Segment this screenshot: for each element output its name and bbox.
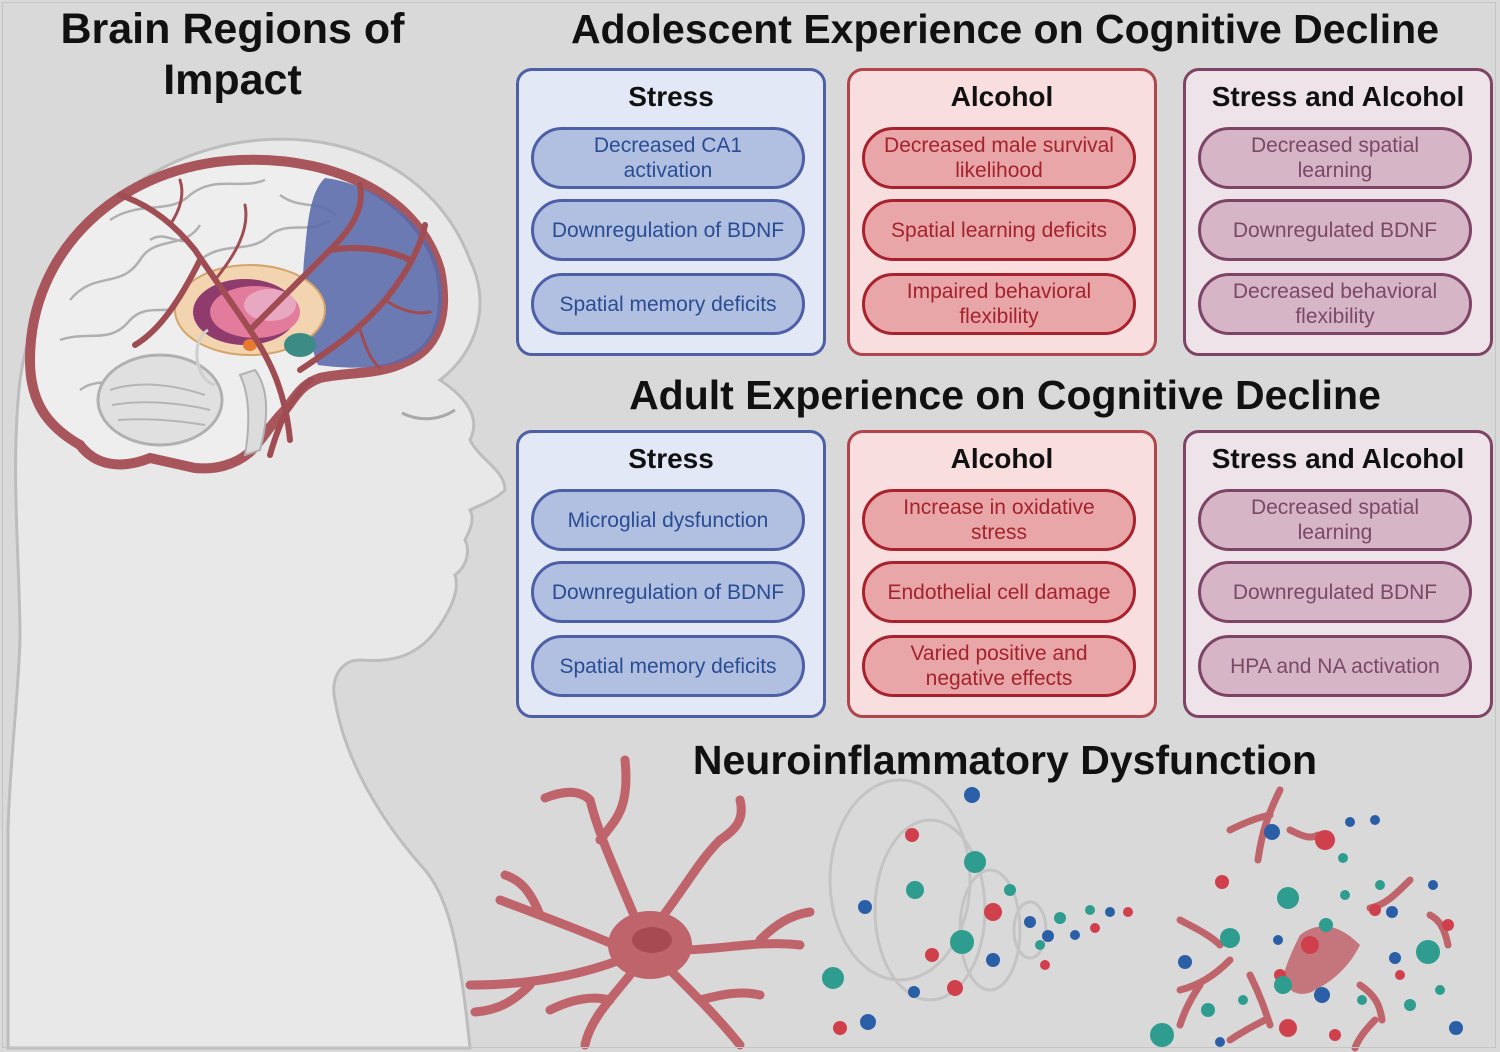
- brain-regions-title-line1: Brain Regions of: [60, 5, 405, 53]
- finding-pill: Downregulated BDNF: [1198, 199, 1472, 261]
- adult-stress-panel: Stress Microglial dysfunction Downregula…: [516, 430, 826, 718]
- brain-regions-title: Brain Regions of Impact: [40, 4, 425, 106]
- brainstem: [238, 368, 268, 457]
- adolescent-stress-alcohol-panel: Stress and Alcohol Decreased spatial lea…: [1183, 68, 1493, 356]
- scattered-particles: [1150, 815, 1463, 1047]
- blood-vessels: [117, 182, 428, 458]
- eye-closed: [401, 408, 456, 421]
- brain-regions-title-line2: Impact: [163, 56, 302, 104]
- finding-pill: Varied positive and negative effects: [862, 635, 1136, 697]
- adolescent-section-title: Adolescent Experience on Cognitive Decli…: [570, 6, 1440, 52]
- adolescent-alcohol-panel: Alcohol Decreased male survival likeliho…: [847, 68, 1157, 356]
- finding-pill: Decreased behavioral flexibility: [1198, 273, 1472, 335]
- cerebellum: [96, 353, 224, 447]
- adult-section-title: Adult Experience on Cognitive Decline: [629, 372, 1381, 418]
- adult-alcohol-panel: Alcohol Increase in oxidative stress End…: [847, 430, 1157, 718]
- adolescent-stress-panel: Stress Decreased CA1 activation Downregu…: [516, 68, 826, 356]
- finding-pill: Spatial learning deficits: [862, 199, 1136, 261]
- nucleus-small: [243, 339, 257, 351]
- ear-outline: [195, 328, 216, 387]
- finding-pill: Decreased male survival likelihood: [862, 127, 1136, 189]
- panel-title: Stress: [628, 443, 714, 474]
- astrocyte-cell: [465, 755, 815, 1050]
- panel-title: Stress: [628, 81, 714, 112]
- finding-pill: HPA and NA activation: [1198, 635, 1472, 697]
- finding-pill: Spatial memory deficits: [531, 273, 805, 335]
- occipital-region: [303, 178, 443, 368]
- finding-pill: Downregulated BDNF: [1198, 561, 1472, 623]
- finding-pill: Spatial memory deficits: [531, 635, 805, 697]
- finding-pill: Decreased spatial learning: [1198, 127, 1472, 189]
- neuroinflammatory-section-title: Neuroinflammatory Dysfunction: [692, 737, 1318, 783]
- finding-pill: Decreased spatial learning: [1198, 489, 1472, 551]
- thin-vessels: [168, 178, 432, 370]
- panel-title: Stress and Alcohol: [1211, 81, 1465, 112]
- finding-pill: Decreased CA1 activation: [531, 127, 805, 189]
- finding-pill: Downregulation of BDNF: [531, 199, 805, 261]
- damaged-cell: [1284, 926, 1360, 994]
- panel-title: Stress and Alcohol: [1211, 443, 1465, 474]
- finding-pill: Impaired behavioral flexibility: [862, 273, 1136, 335]
- panel-title: Alcohol: [950, 81, 1054, 112]
- adult-stress-alcohol-panel: Stress and Alcohol Decreased spatial lea…: [1183, 430, 1493, 718]
- finding-pill: Increase in oxidative stress: [862, 489, 1136, 551]
- cerebellum-folds: [109, 383, 211, 426]
- amygdala: [284, 333, 316, 357]
- cytokine-particles: [822, 787, 1133, 1035]
- finding-pill: Endothelial cell damage: [862, 561, 1136, 623]
- finding-pill: Microglial dysfunction: [531, 489, 805, 551]
- fragmented-cells: [1176, 786, 1452, 1052]
- finding-pill: Downregulation of BDNF: [531, 561, 805, 623]
- panel-title: Alcohol: [950, 443, 1054, 474]
